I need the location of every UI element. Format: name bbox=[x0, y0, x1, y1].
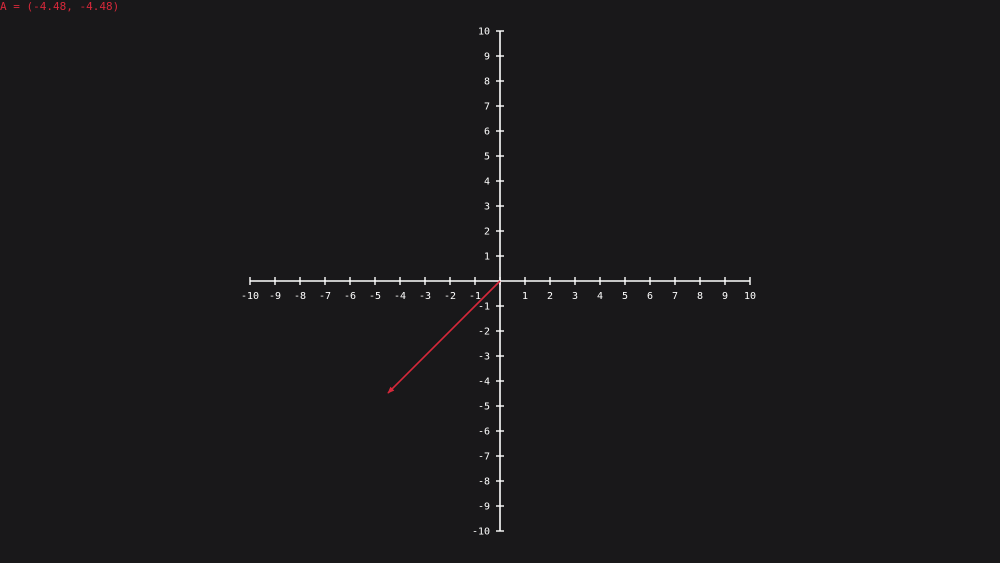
y-tick-label: -8 bbox=[478, 477, 490, 488]
y-tick-label: -3 bbox=[478, 352, 490, 363]
y-tick-label: -9 bbox=[478, 502, 490, 513]
x-tick-label: 1 bbox=[522, 291, 528, 302]
x-tick-label: 8 bbox=[697, 291, 703, 302]
y-tick-label: -5 bbox=[478, 402, 490, 413]
y-tick-label: 10 bbox=[478, 27, 490, 38]
y-tick-label: -1 bbox=[478, 302, 490, 313]
x-tick-label: 2 bbox=[547, 291, 553, 302]
x-tick-label: -8 bbox=[294, 291, 306, 302]
x-tick-label: 10 bbox=[744, 291, 756, 302]
y-tick-label: 7 bbox=[484, 102, 490, 113]
x-tick-label: -1 bbox=[469, 291, 481, 302]
x-tick-label: 5 bbox=[622, 291, 628, 302]
x-tick-label: -6 bbox=[344, 291, 356, 302]
y-tick-label: 3 bbox=[484, 202, 490, 213]
x-tick-label: -9 bbox=[269, 291, 281, 302]
y-tick-label: 9 bbox=[484, 52, 490, 63]
vector-a-arrow bbox=[387, 280, 501, 394]
x-tick-label: -4 bbox=[394, 291, 406, 302]
y-tick-label: -4 bbox=[478, 377, 490, 388]
y-tick-label: 6 bbox=[484, 127, 490, 138]
x-tick-label: -2 bbox=[444, 291, 456, 302]
x-tick-label: -10 bbox=[241, 291, 259, 302]
x-tick-label: 4 bbox=[597, 291, 603, 302]
x-tick-label: 7 bbox=[672, 291, 678, 302]
x-tick-label: 6 bbox=[647, 291, 653, 302]
y-tick-label: -10 bbox=[472, 527, 490, 538]
y-tick-label: 2 bbox=[484, 227, 490, 238]
y-tick-label: -6 bbox=[478, 427, 490, 438]
y-tick-label: 1 bbox=[484, 252, 490, 263]
x-tick-label: -7 bbox=[319, 291, 331, 302]
x-tick-label: -3 bbox=[419, 291, 431, 302]
x-tick-label: -5 bbox=[369, 291, 381, 302]
x-tick-label: 9 bbox=[722, 291, 728, 302]
y-tick-label: -7 bbox=[478, 452, 490, 463]
y-tick-label: 4 bbox=[484, 177, 490, 188]
y-tick-label: 5 bbox=[484, 152, 490, 163]
vector-coordinate-readout: A = (-4.48, -4.48) bbox=[0, 0, 120, 13]
y-tick-label: 8 bbox=[484, 77, 490, 88]
x-tick-label: 3 bbox=[572, 291, 578, 302]
vectors bbox=[387, 280, 501, 394]
y-tick-label: -2 bbox=[478, 327, 490, 338]
